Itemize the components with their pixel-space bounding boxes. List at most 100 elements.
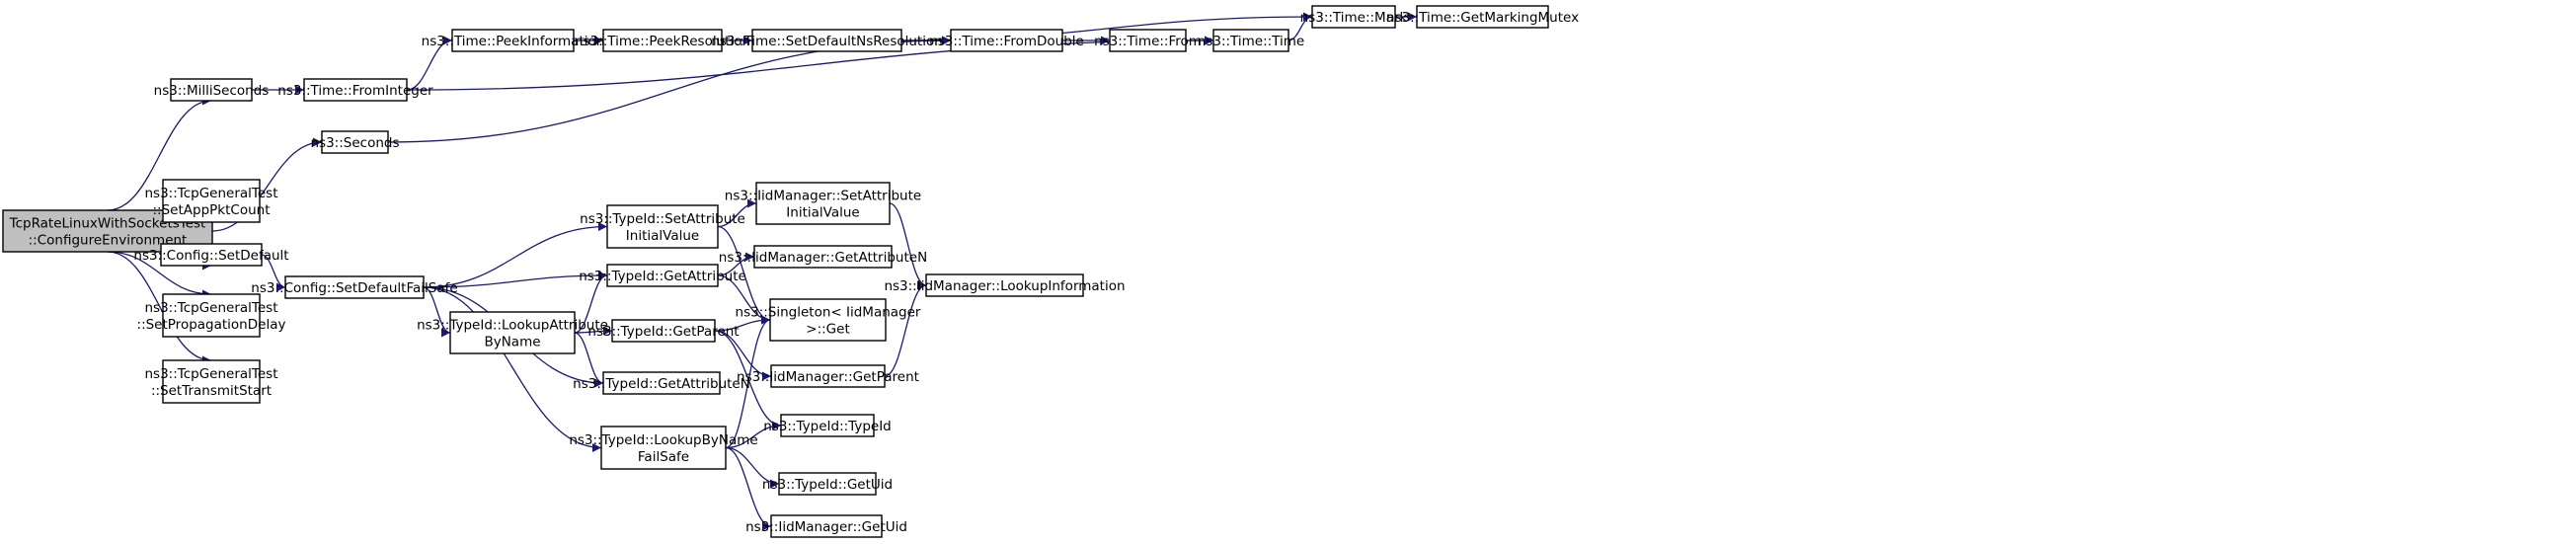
edge-layer <box>107 12 1417 531</box>
node-label: ns3::TypeId::GetParent <box>587 324 739 340</box>
node-timeTime[interactable]: ns3::Time::Time <box>1198 29 1304 52</box>
node-box <box>162 359 261 404</box>
node-box <box>1212 29 1289 52</box>
node-box <box>769 298 887 342</box>
node-label: ns3::TypeId::GetUid <box>762 477 893 493</box>
edge-cfgDefFS-to-getAttr <box>423 271 608 288</box>
node-label: ns3::Time::GetMarkingMutex <box>1386 10 1579 26</box>
node-singleton[interactable]: ns3::Singleton< IidManager>::Get <box>736 298 921 342</box>
node-box <box>780 414 875 437</box>
node-label: ns3::Time::PeekInformation <box>422 34 605 49</box>
edge-root-to-sec <box>211 137 323 232</box>
node-label: FailSafe <box>638 449 689 465</box>
node-label: ns3::Singleton< IidManager <box>736 305 921 321</box>
node-box <box>778 472 877 496</box>
node-label: ns3::IidManager::GetUid <box>745 519 907 535</box>
node-setDefNs[interactable]: ns3::Time::SetDefaultNsResolution <box>711 29 943 52</box>
edge-cfgDefFS-to-lookupAttr <box>423 286 451 338</box>
node-box <box>162 293 261 338</box>
edge-lookupAttr-to-getParent <box>574 326 613 336</box>
node-from[interactable]: ns3::Time::From <box>1094 29 1202 52</box>
node-label: InitialValue <box>786 205 859 221</box>
node-box <box>600 426 727 470</box>
node-cfgDef[interactable]: ns3::Config::SetDefault <box>133 243 289 267</box>
node-box <box>755 182 891 225</box>
node-label: ns3::TypeId::LookupByName <box>569 432 757 448</box>
node-getAttr[interactable]: ns3::TypeId::GetAttribute <box>579 264 746 287</box>
node-txStart[interactable]: ns3::TcpGeneralTest::SetTransmitStart <box>144 359 278 404</box>
node-getUid[interactable]: ns3::TypeId::GetUid <box>762 472 893 496</box>
node-iidSetAttr[interactable]: ns3::IidManager::SetAttributeInitialValu… <box>725 182 921 225</box>
node-box <box>1109 29 1187 52</box>
node-iidGetUid[interactable]: ns3::IidManager::GetUid <box>745 514 907 538</box>
node-label: ns3::Time::Time <box>1198 34 1304 49</box>
node-label: TcpRateLinuxWithSocketsTest <box>9 216 206 232</box>
node-label: ns3::Time::SetDefaultNsResolution <box>711 34 943 49</box>
node-fromDouble[interactable]: ns3::Time::FromDouble <box>929 29 1084 52</box>
node-peekInfo[interactable]: ns3::Time::PeekInformation <box>422 29 605 52</box>
node-label: >::Get <box>806 322 849 338</box>
node-box <box>321 130 389 154</box>
node-sec[interactable]: ns3::Seconds <box>311 130 400 154</box>
edge-lookupName-to-typeId <box>725 421 782 449</box>
edge-iidGetParent-to-lookupInfo <box>884 280 927 377</box>
edge-getParent-to-typeId <box>714 330 782 430</box>
node-label: ns3::Time::PeekResolution <box>575 34 750 49</box>
node-label: ns3::IidManager::LookupInformation <box>884 278 1125 294</box>
node-getParent[interactable]: ns3::TypeId::GetParent <box>587 319 740 343</box>
node-label: ::SetPropagationDelay <box>137 317 286 333</box>
node-getAttrN[interactable]: ns3::TypeId::GetAttributeN <box>573 371 750 395</box>
node-box <box>449 311 576 354</box>
node-iidGetParent[interactable]: ns3::IidManager::GetParent <box>737 364 919 388</box>
edge-cfgDefFS-to-setAttrInit <box>423 222 608 288</box>
node-label: ns3::TypeId::LookupAttribute <box>417 318 608 334</box>
node-propDelay[interactable]: ns3::TcpGeneralTest::SetPropagationDelay <box>137 293 286 338</box>
node-box <box>602 29 723 52</box>
node-box <box>611 319 716 343</box>
node-box <box>1311 5 1396 29</box>
node-cfgDefFS[interactable]: ns3::Config::SetDefaultFailSafe <box>251 275 458 299</box>
node-label: ns3::IidManager::GetAttributeN <box>719 250 927 266</box>
node-label: InitialValue <box>626 228 699 244</box>
node-box <box>925 273 1084 297</box>
node-peekRes[interactable]: ns3::Time::PeekResolution <box>575 29 750 52</box>
edge-iidSetAttr-to-lookupInfo <box>889 202 927 290</box>
node-mark[interactable]: ns3::Time::Mark <box>1300 5 1408 29</box>
node-label: ::SetAppPktCount <box>153 202 271 218</box>
node-iidGetAttrN[interactable]: ns3::IidManager::GetAttributeN <box>719 245 927 269</box>
node-appPkt[interactable]: ns3::TcpGeneralTest::SetAppPktCount <box>144 179 278 223</box>
node-box <box>753 245 893 269</box>
edge-cfgDefFS-to-lookupName <box>423 286 602 452</box>
node-label: ns3::Time::Mark <box>1300 10 1408 26</box>
edge-sec-to-fromDouble <box>387 36 952 143</box>
node-box <box>170 78 253 102</box>
node-label: ns3::IidManager::SetAttribute <box>725 189 921 204</box>
node-label: ns3::TypeId::GetAttribute <box>579 269 746 284</box>
node-box <box>1416 5 1549 29</box>
node-label: ByName <box>484 335 540 350</box>
node-label: ns3::Time::FromDouble <box>929 34 1084 49</box>
node-label: ns3::Time::FromInteger <box>277 83 433 99</box>
edge-lookupAttr-to-getAttrN <box>574 332 604 388</box>
edge-lookupName-to-iidGetUid <box>725 446 772 531</box>
node-lookupInfo[interactable]: ns3::IidManager::LookupInformation <box>884 273 1126 297</box>
node-box <box>602 371 721 395</box>
node-fromInt[interactable]: ns3::Time::FromInteger <box>277 78 433 102</box>
node-label: ns3::TcpGeneralTest <box>144 366 277 382</box>
edge-setAttrInit-to-iidSetAttr <box>717 198 757 228</box>
node-box <box>162 179 261 223</box>
node-mutex[interactable]: ns3::Time::GetMarkingMutex <box>1386 5 1579 29</box>
node-label: ns3::Seconds <box>311 135 400 151</box>
edge-fromInt-to-timeTime <box>406 36 1214 91</box>
node-box <box>303 78 408 102</box>
node-box <box>606 264 719 287</box>
edge-fromInt-to-peekInfo <box>406 36 453 91</box>
node-box <box>751 29 902 52</box>
node-ms[interactable]: ns3::MilliSeconds <box>154 78 270 102</box>
node-box <box>284 275 425 299</box>
node-typeId[interactable]: ns3::TypeId::TypeId <box>763 414 892 437</box>
